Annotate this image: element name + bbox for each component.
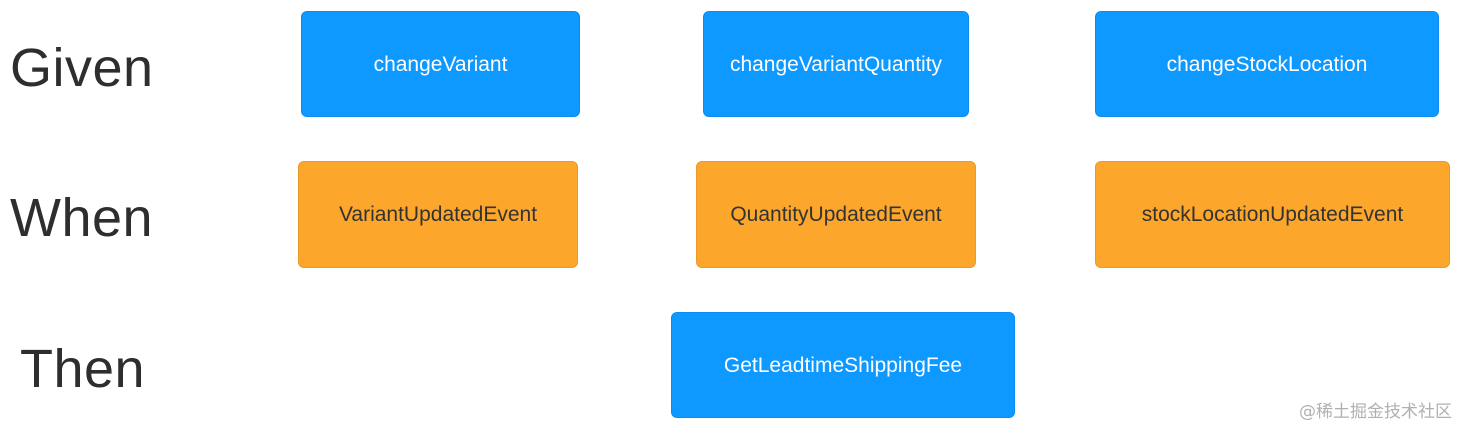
- command-box-change-variant-quantity: changeVariantQuantity: [703, 11, 969, 117]
- event-box-stock-location-updated: stockLocationUpdatedEvent: [1095, 161, 1450, 268]
- command-box-change-stock-location: changeStockLocation: [1095, 11, 1439, 117]
- query-box-get-leadtime-shipping-fee: GetLeadtimeShippingFee: [671, 312, 1015, 418]
- row-label-given: Given: [10, 38, 154, 98]
- row-label-then: Then: [20, 339, 146, 399]
- command-box-change-variant: changeVariant: [301, 11, 580, 117]
- row-label-when: When: [10, 188, 154, 248]
- event-box-variant-updated: VariantUpdatedEvent: [298, 161, 578, 268]
- event-box-quantity-updated: QuantityUpdatedEvent: [696, 161, 976, 268]
- watermark: @稀土掘金技术社区: [1299, 402, 1452, 422]
